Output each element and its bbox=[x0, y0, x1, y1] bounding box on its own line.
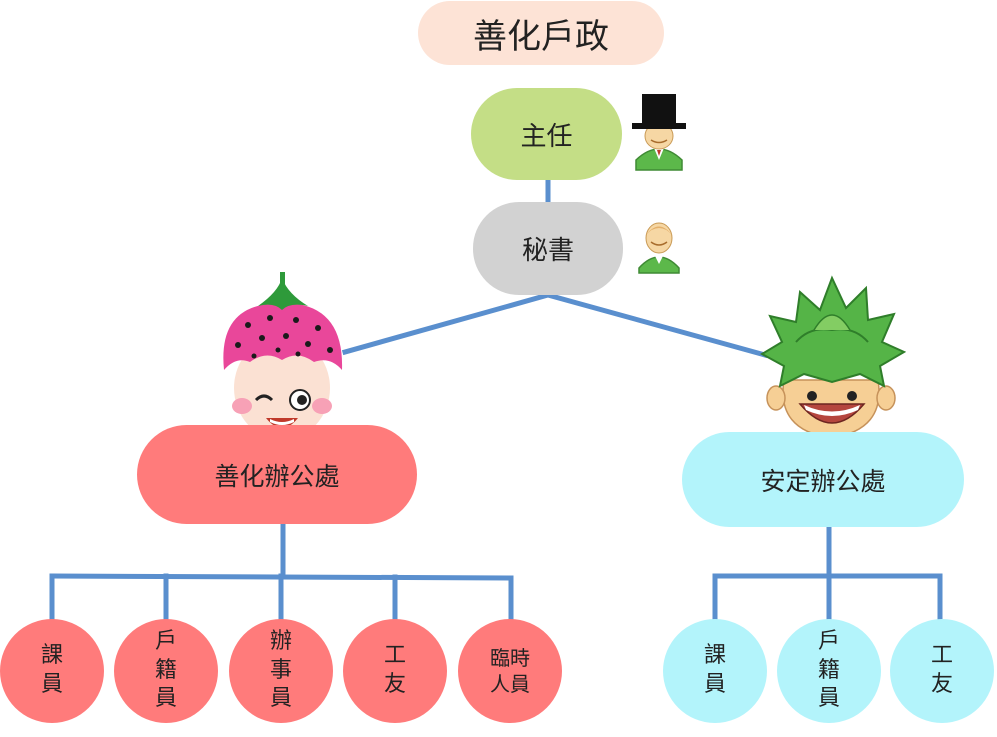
staff-node: 戶籍員 bbox=[114, 619, 218, 723]
secretary-label: 秘書 bbox=[521, 236, 574, 266]
staff-label: 課員 bbox=[703, 643, 726, 697]
office-shanhua: 善化辦公處 bbox=[137, 425, 417, 524]
staff-label: 工友 bbox=[930, 643, 953, 697]
title-box: 善化戶政 bbox=[418, 1, 664, 65]
staff-node: 課員 bbox=[663, 619, 767, 723]
staff-node: 課員 bbox=[0, 619, 104, 723]
page-title: 善化戶政 bbox=[473, 16, 609, 57]
staff-label: 戶籍員 bbox=[154, 629, 177, 712]
office-shanhua-label: 善化辦公處 bbox=[214, 461, 340, 491]
staff-label: 戶籍員 bbox=[817, 629, 840, 712]
staff-label: 工友 bbox=[383, 643, 406, 697]
office-anding: 安定辦公處 bbox=[682, 432, 964, 527]
staff-label: 臨時人員 bbox=[490, 646, 530, 696]
staff-label: 辦事員 bbox=[269, 629, 292, 712]
staff-node: 戶籍員 bbox=[777, 619, 881, 723]
director-node: 主任 bbox=[471, 88, 622, 180]
staff-node: 辦事員 bbox=[229, 619, 333, 723]
staff-node: 臨時人員 bbox=[458, 619, 562, 723]
office-anding-label: 安定辦公處 bbox=[760, 466, 886, 496]
secretary-node: 秘書 bbox=[473, 202, 623, 295]
secretary-left-line bbox=[341, 291, 552, 356]
leafy-mascot-icon bbox=[759, 275, 906, 439]
user-icon bbox=[638, 222, 680, 274]
staff-label: 課員 bbox=[40, 643, 63, 697]
strawberry-mascot-icon bbox=[223, 272, 343, 440]
staff-node: 工友 bbox=[343, 619, 447, 723]
staff-node: 工友 bbox=[890, 619, 994, 723]
director-label: 主任 bbox=[520, 121, 573, 152]
secretary-right-line bbox=[544, 291, 769, 359]
top-hat-user-icon bbox=[632, 94, 686, 171]
